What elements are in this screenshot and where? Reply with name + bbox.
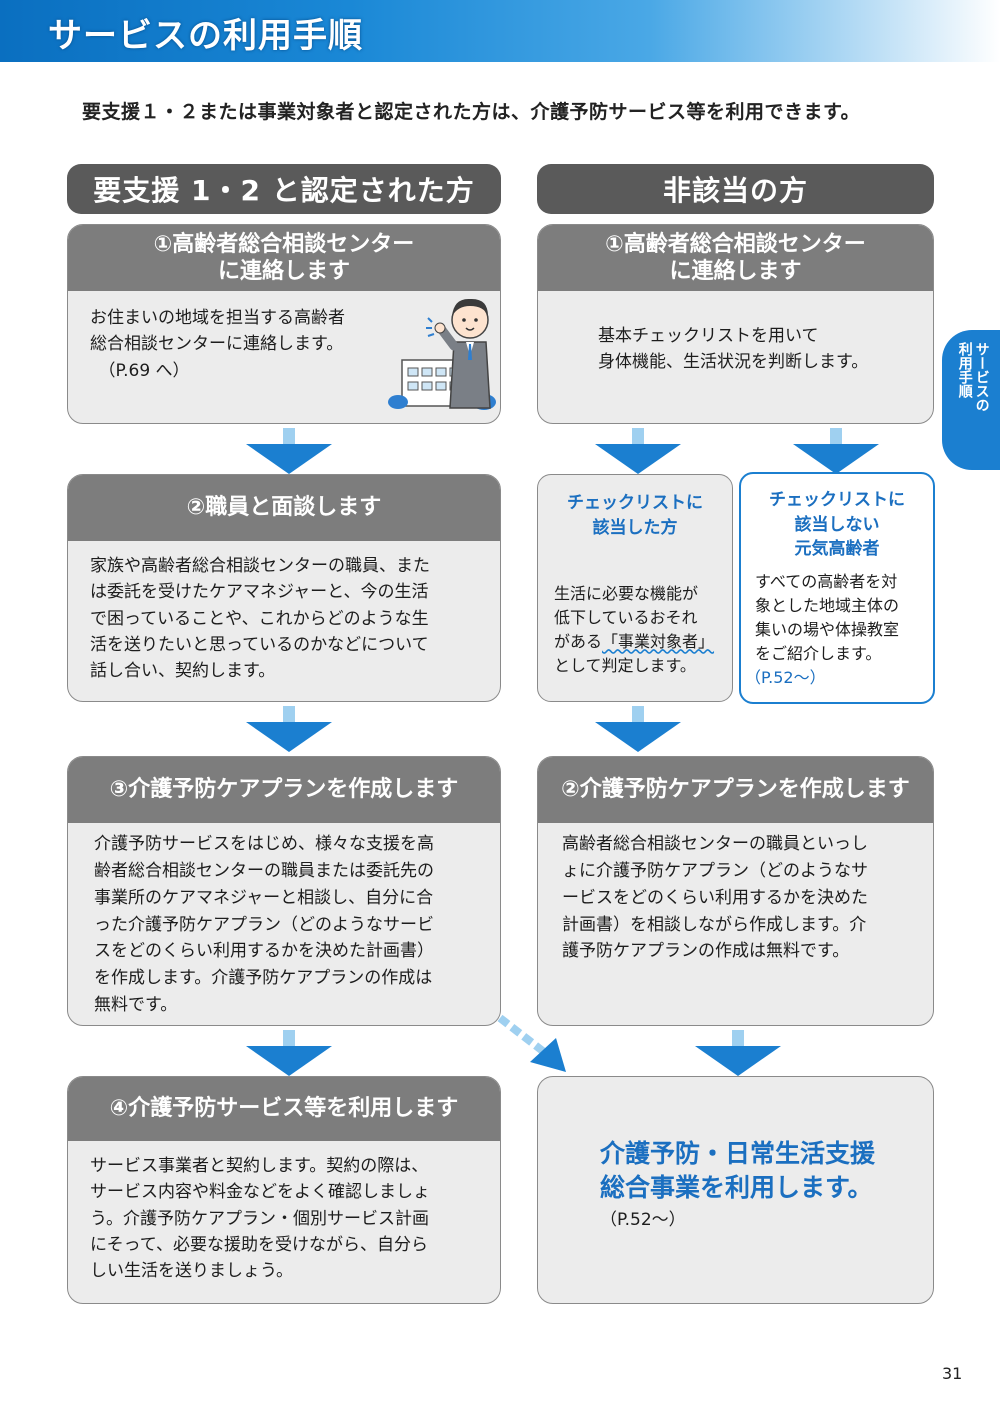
page-title: サービスの利用手順 [48,16,363,56]
left-column-heading: 要支援 1・2 と認定された方 [67,164,501,214]
down-arrow [246,428,332,474]
left-step3-title: ③介護予防ケアプランを作成します [68,757,500,823]
down-arrow [595,428,681,474]
checklist-not-applicable-box: チェックリストに 該当しない 元気高齢者 すべての高齢者を対 象とした地域主体の… [739,472,935,704]
down-arrow [695,1030,781,1076]
left-step1-body: お住まいの地域を担当する高齢者 総合相談センターに連絡します。 （P.69 へ） [90,308,345,381]
left-step4-card: ④介護予防サービス等を利用します サービス事業者と契約します。契約の際は、 サー… [67,1076,501,1304]
right-step2-card: ②介護予防ケアプランを作成します 高齢者総合相談センターの職員といっし ょに介護… [537,756,934,1026]
right-step1-body: 基本チェックリストを用いて 身体機能、生活状況を判断します。 [598,326,869,373]
left-step2-title: ②職員と面談します [68,475,500,541]
left-step3-body: 介護予防サービスをはじめ、様々な支援を高 齢者総合相談センターの職員または委託先… [94,834,434,1016]
left-step2-body: 家族や高齢者総合相談センターの職員、また は委託を受けたケアマネジャーと、今の生… [90,556,430,682]
right-step2-title: ②介護予防ケアプランを作成します [538,757,933,823]
checklist-not-applicable-page-ref: （P.52〜） [745,667,826,687]
checklist-applicable-title: チェックリストに 該当した方 [567,493,703,538]
side-tab[interactable] [942,330,1000,470]
header-band [0,0,1000,62]
checklist-not-applicable-body: すべての高齢者を対 象とした地域主体の 集いの場や体操教室 をご紹介します。 [755,571,900,663]
target-person-label: 「事業対象者」 [602,632,715,652]
left-step2-card: ②職員と面談します 家族や高齢者総合相談センターの職員、また は委託を受けたケア… [67,474,501,702]
intro-text: 要支援１・２または事業対象者と認定された方は、介護予防サービス等を利用できます。 [82,101,861,123]
staff-person-illustration [388,298,496,410]
checklist-not-applicable-title: チェックリストに 該当しない 元気高齢者 [769,490,905,560]
right-column-heading: 非該当の方 [537,164,934,214]
page-number: 31 [942,1364,963,1383]
checklist-applicable-box: チェックリストに 該当した方 生活に必要な機能が 低下しているおそれ がある「事… [537,474,733,702]
left-step4-body: サービス事業者と契約します。契約の際は、 サービス内容や料金などをよく確認しまし… [90,1156,430,1282]
left-step1-card: ①高齢者総合相談センター に連絡します お住まいの地域を担当する高齢者 総合相談… [67,224,501,424]
left-step3-card: ③介護予防ケアプランを作成します 介護予防サービスをはじめ、様々な支援を高 齢者… [67,756,501,1026]
diagonal-arrow [497,1014,566,1072]
final-page-ref: （P.52〜） [600,1209,686,1230]
checklist-applicable-tail: として判定します。 [554,656,696,676]
checklist-applicable-text: 生活に必要な機能が 低下しているおそれ がある [554,584,699,652]
left-step4-title: ④介護予防サービス等を利用します [68,1077,500,1141]
down-arrow [793,428,879,474]
final-service-title: 介護予防・日常生活支援 総合事業を利用します。 [600,1139,876,1202]
down-arrow [246,1030,332,1076]
right-step1-card: ①高齢者総合相談センター に連絡します 基本チェックリストを用いて 身体機能、生… [537,224,934,424]
right-step2-body: 高齢者総合相談センターの職員といっし ょに介護予防ケアプラン（どのようなサ ービ… [562,834,868,962]
right-step1-title: ①高齢者総合相談センター に連絡します [538,225,933,291]
side-tab-label: サービスの 利用手順 [956,342,990,412]
checklist-applicable-body: 生活に必要な機能が 低下しているおそれ がある「事業対象者」 として判定します。 [538,540,732,678]
right-final-card: 介護予防・日常生活支援 総合事業を利用します。 （P.52〜） [537,1076,934,1304]
down-arrow [246,706,332,752]
down-arrow [595,706,681,752]
left-step1-title: ①高齢者総合相談センター に連絡します [68,225,500,291]
